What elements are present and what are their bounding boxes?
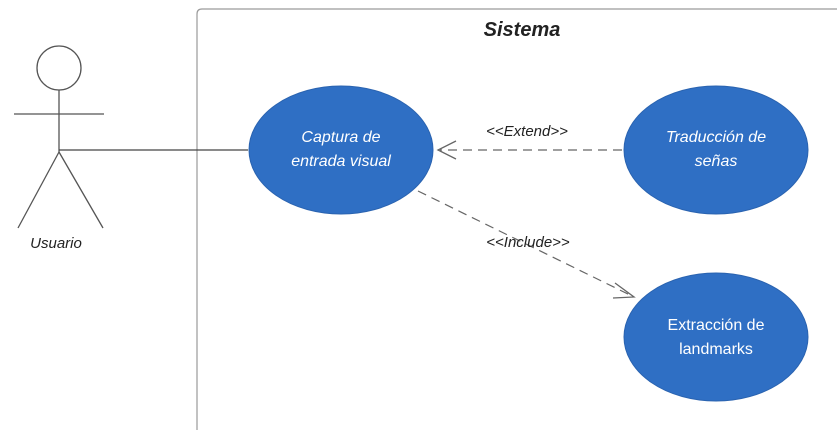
include-arrowhead <box>612 282 636 299</box>
actor-usuario: Usuario <box>14 45 104 252</box>
use-case-extraccion-line1: Extracción de <box>668 317 765 334</box>
use-case-captura-line2: entrada visual <box>291 153 391 170</box>
use-case-captura-ellipse <box>248 85 434 215</box>
use-case-traduccion-line1: Traducción de <box>666 129 766 146</box>
use-case-extraccion-line2: landmarks <box>679 341 753 358</box>
use-case-captura: Captura de entrada visual <box>248 85 434 215</box>
include-label: <<Include>> <box>486 234 570 251</box>
system-boundary <box>196 8 837 430</box>
system-title: Sistema <box>484 19 561 41</box>
use-case-extraccion-ellipse <box>623 272 809 402</box>
use-case-captura-line1: Captura de <box>301 129 380 146</box>
use-case-extraccion: Extracción de landmarks <box>623 272 809 402</box>
use-case-traduccion: Traducción de señas <box>623 85 809 215</box>
actor-left-leg <box>17 151 60 229</box>
use-case-traduccion-ellipse <box>623 85 809 215</box>
include-line <box>417 190 633 297</box>
extend-label: <<Extend>> <box>486 123 568 140</box>
use-case-traduccion-line2: señas <box>695 153 738 170</box>
actor-right-leg <box>58 151 104 229</box>
actor-label: Usuario <box>30 235 82 252</box>
actor-head <box>36 45 82 91</box>
extend-arrowhead <box>436 140 457 160</box>
